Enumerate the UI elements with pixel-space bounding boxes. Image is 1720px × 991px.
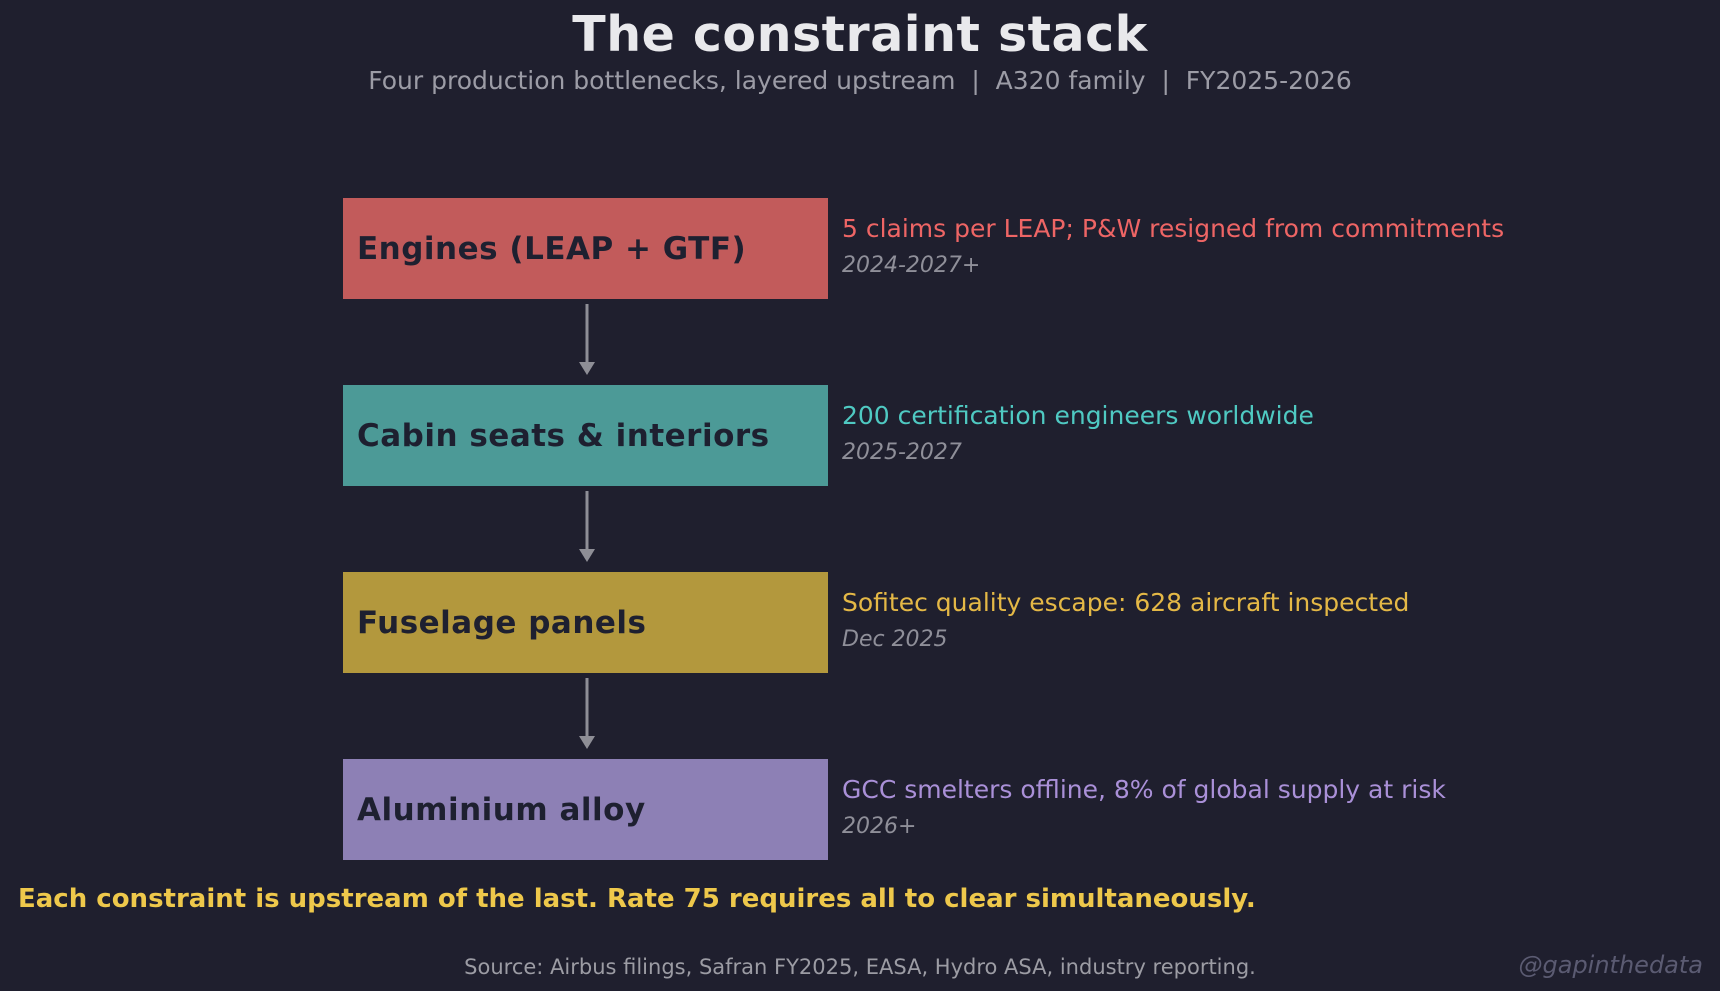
constraint-timeframe-cabin-seats: 2025-2027 <box>842 440 962 465</box>
arrow-head <box>579 549 595 562</box>
constraint-box-fuselage: Fuselage panels <box>343 572 828 673</box>
takeaway-text: Each constraint is upstream of the last.… <box>18 884 1256 914</box>
constraint-note-text-aluminium: GCC smelters offline, 8% of global suppl… <box>842 775 1446 804</box>
constraint-box-aluminium: Aluminium alloy <box>343 759 828 860</box>
arrow-head <box>579 736 595 749</box>
constraint-label-aluminium: Aluminium alloy <box>357 791 646 828</box>
constraint-label-fuselage: Fuselage panels <box>357 604 647 641</box>
constraint-note-text-engines: 5 claims per LEAP; P&W resigned from com… <box>842 214 1505 243</box>
constraint-box-cabin-seats: Cabin seats & interiors <box>343 385 828 486</box>
flow-arrow-down-icon <box>578 678 596 750</box>
source-attribution: Source: Airbus filings, Safran FY2025, E… <box>464 955 1256 979</box>
arrow-shaft <box>585 491 589 551</box>
constraint-timeframe-fuselage: Dec 2025 <box>842 627 948 652</box>
constraint-note-aluminium: GCC smelters offline, 8% of global suppl… <box>842 774 1562 839</box>
constraint-timeframe-engines: 2024-2027+ <box>842 253 981 278</box>
constraint-label-engines: Engines (LEAP + GTF) <box>357 230 747 267</box>
constraint-timeframe-aluminium: 2026+ <box>842 814 917 839</box>
constraint-note-cabin-seats: 200 certification engineers worldwide 20… <box>842 400 1562 465</box>
constraint-note-fuselage: Sofitec quality escape: 628 aircraft ins… <box>842 587 1562 652</box>
constraint-note-engines: 5 claims per LEAP; P&W resigned from com… <box>842 213 1562 278</box>
constraint-label-cabin-seats: Cabin seats & interiors <box>357 417 770 454</box>
page-subtitle: Four production bottlenecks, layered ups… <box>368 66 1352 95</box>
flow-arrow-down-icon <box>578 304 596 376</box>
page-title: The constraint stack <box>572 6 1148 63</box>
author-handle: @gapinthedata <box>1518 951 1704 979</box>
constraint-box-engines: Engines (LEAP + GTF) <box>343 198 828 299</box>
arrow-head <box>579 362 595 375</box>
arrow-shaft <box>585 304 589 364</box>
constraint-note-text-fuselage: Sofitec quality escape: 628 aircraft ins… <box>842 588 1410 617</box>
flow-arrow-down-icon <box>578 491 596 563</box>
arrow-shaft <box>585 678 589 738</box>
constraint-note-text-cabin-seats: 200 certification engineers worldwide <box>842 401 1314 430</box>
